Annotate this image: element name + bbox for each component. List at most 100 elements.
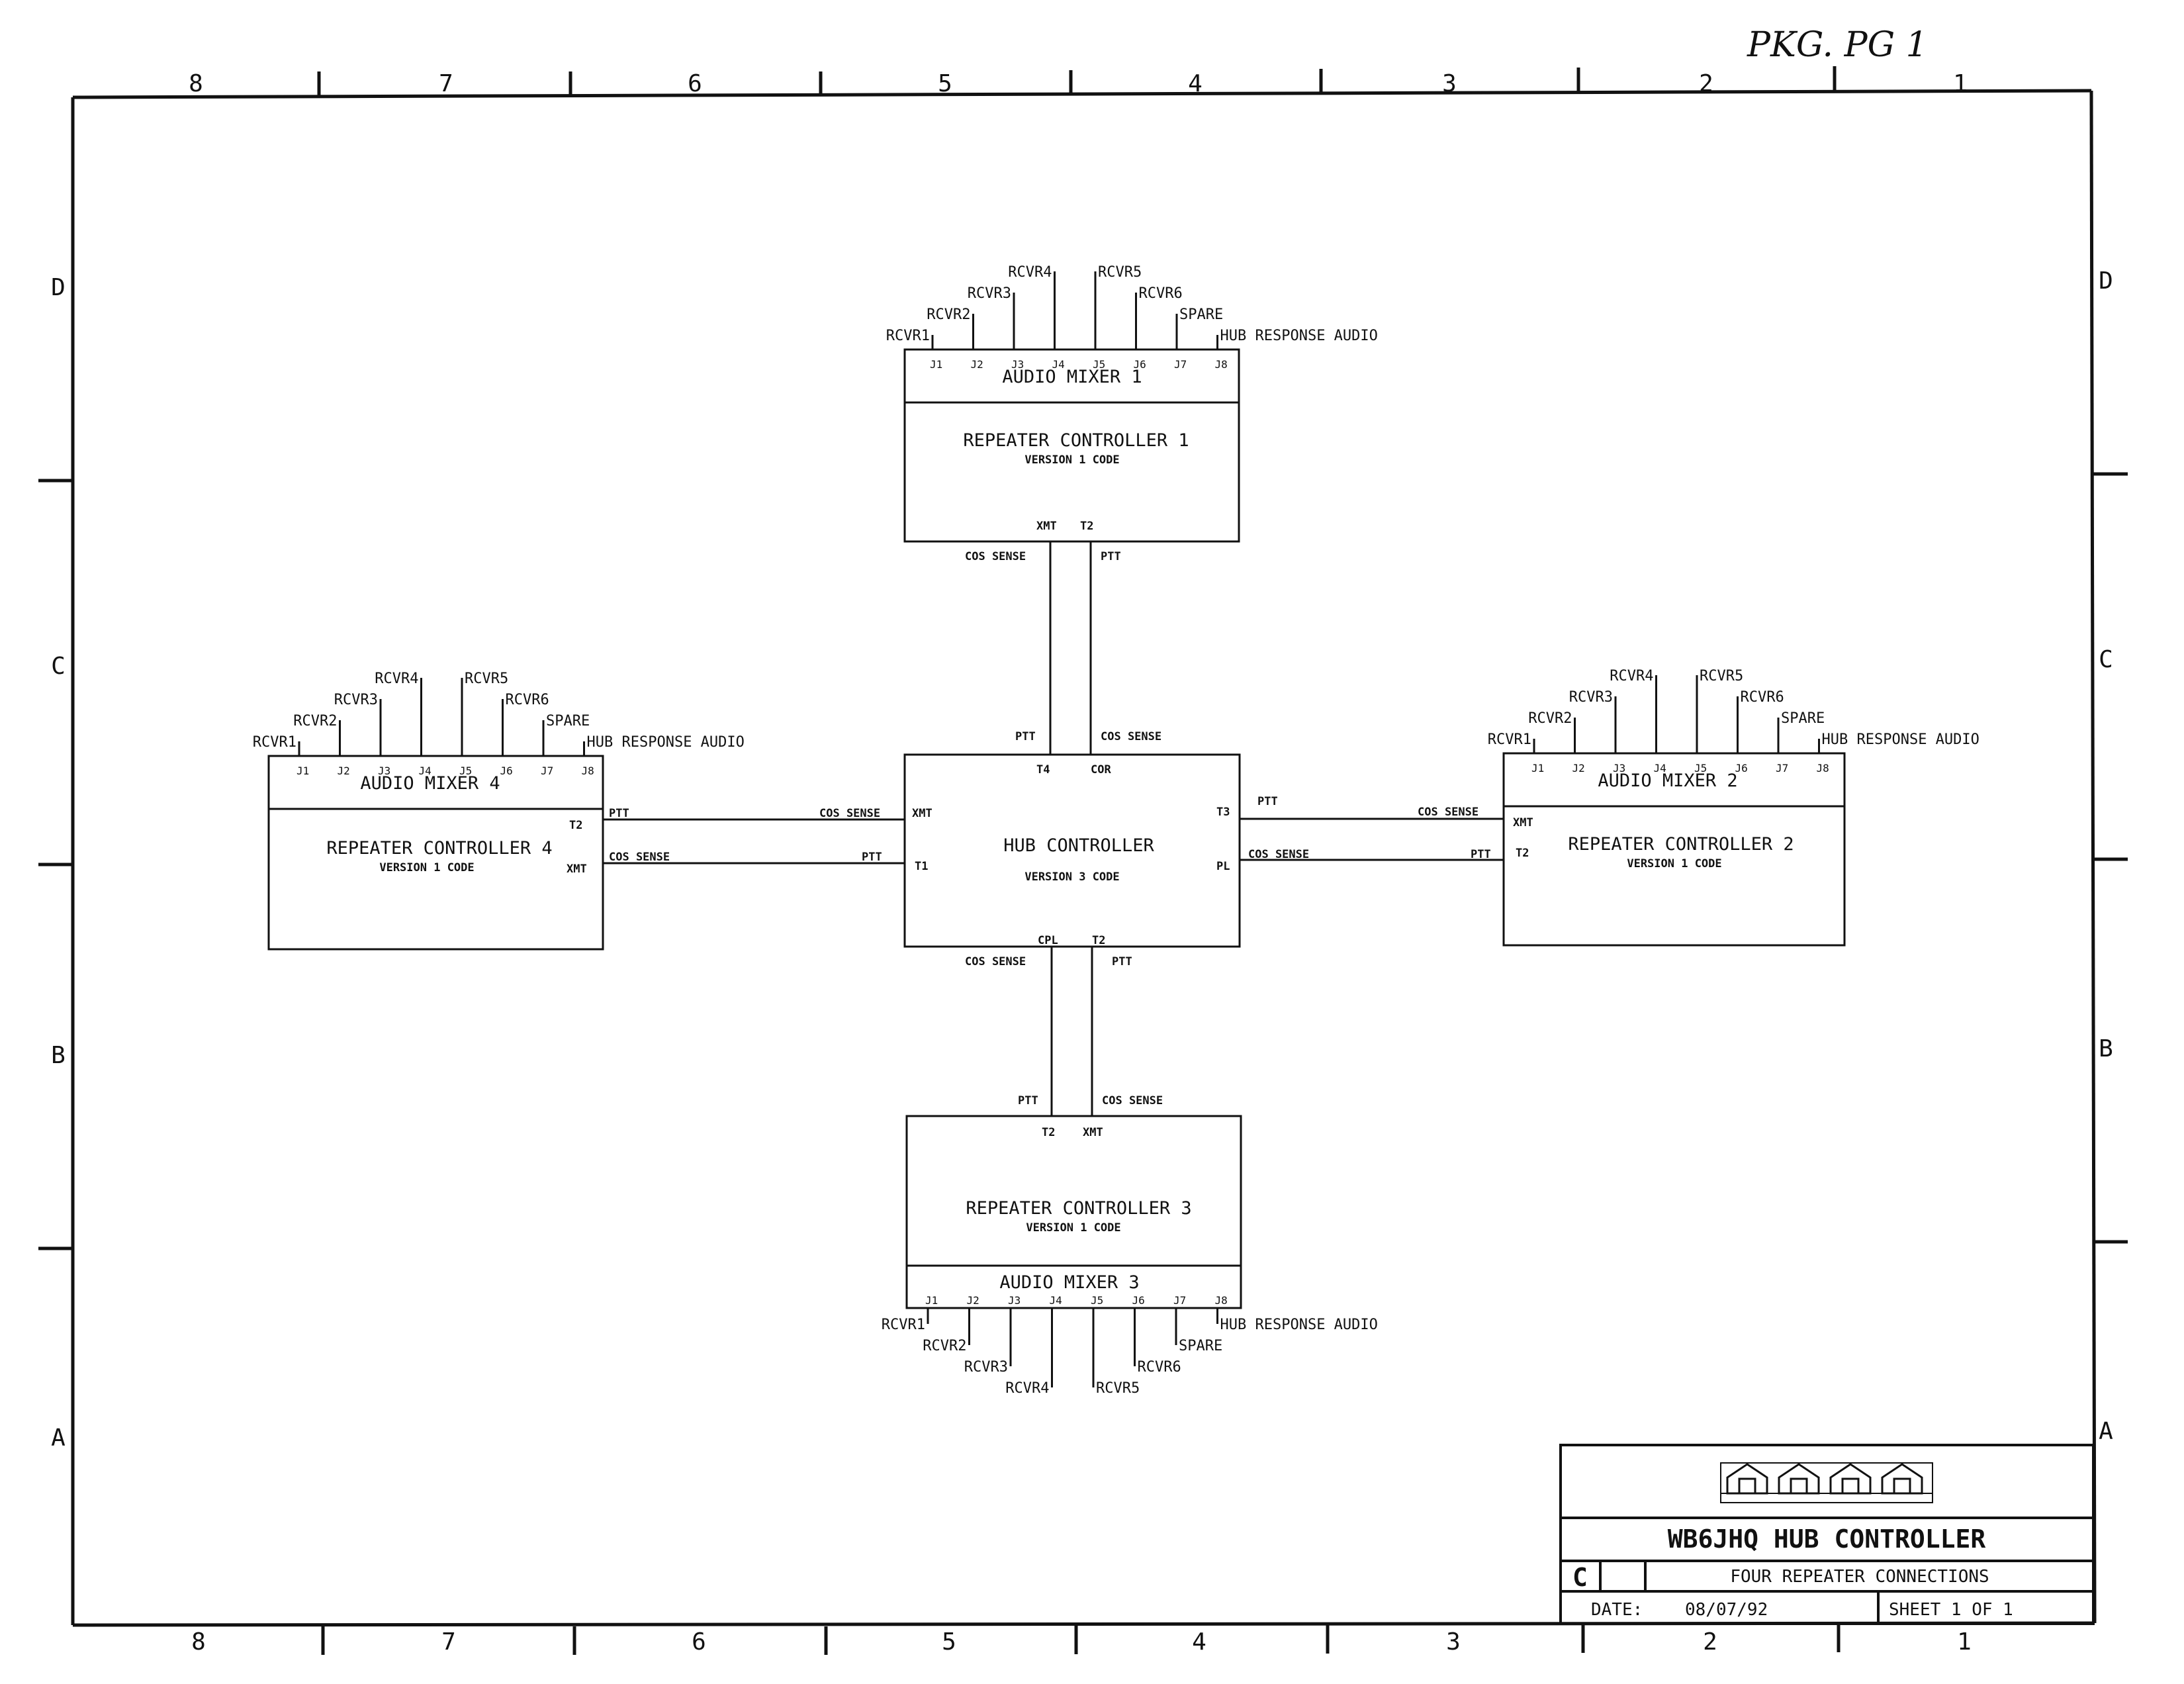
- jack-j4: J4: [1050, 1294, 1062, 1307]
- jack-j6: J6: [1134, 358, 1146, 371]
- rc4-version: VERSION 1 CODE: [379, 861, 474, 874]
- channel-label: RCVR6: [1741, 689, 1784, 706]
- rc4-jacks: J1RCVR1J2RCVR2J3RCVR3J4RCVR4J5RCVR5J6RCV…: [253, 671, 745, 777]
- repeater-controller-3: T2 XMT REPEATER CONTROLLER 3 VERSION 1 C…: [882, 1115, 1378, 1397]
- jack-j2: J2: [971, 358, 983, 371]
- jack-j7: J7: [541, 765, 553, 777]
- label-hub-bot-cos: COS SENSE: [965, 955, 1026, 968]
- label-hub-top-ptt: PTT: [1015, 730, 1036, 743]
- audio-mixer-3-label: AUDIO MIXER 3: [999, 1272, 1139, 1293]
- jack-j1: J1: [1531, 762, 1544, 774]
- rc4-port-t2: T2: [569, 819, 582, 832]
- ruler-col-bottom: 5: [942, 1628, 956, 1656]
- rc2-port-t2: T2: [1516, 847, 1529, 860]
- ruler-col-top: 4: [1188, 70, 1203, 97]
- channel-label: RCVR3: [964, 1359, 1008, 1376]
- channel-label: RCVR3: [968, 285, 1011, 302]
- channel-label: RCVR1: [1488, 731, 1531, 748]
- jack-j5: J5: [1093, 358, 1105, 371]
- rc2-version: VERSION 1 CODE: [1627, 857, 1721, 870]
- label-rc1-ptt: PTT: [1101, 550, 1121, 563]
- hub-port-cpl: CPL: [1038, 934, 1058, 947]
- handwritten-annotation: PKG. PG 1: [1747, 25, 1928, 65]
- channel-label: SPARE: [546, 713, 590, 729]
- wire-labels: COS SENSE PTT PTT COS SENSE PTT COS SENS…: [609, 550, 1491, 1107]
- channel-label: RCVR4: [1610, 668, 1653, 684]
- ruler-row-left: B: [51, 1042, 66, 1069]
- label-hub-left-cos: COS SENSE: [819, 807, 880, 820]
- label-hub-right-cos: COS SENSE: [1248, 848, 1309, 861]
- ruler-row-left: A: [51, 1425, 66, 1452]
- channel-label: RCVR5: [465, 671, 508, 687]
- title-block: WB6JHQ HUB CONTROLLER C FOUR REPEATER CO…: [1559, 1444, 2095, 1625]
- rc2-title: REPEATER CONTROLLER 2: [1568, 834, 1794, 855]
- drawing-date: 08/07/92: [1685, 1600, 1768, 1620]
- rc4-port-xmt: XMT: [567, 863, 587, 876]
- sheet-size: C: [1572, 1563, 1588, 1592]
- sheet-number: SHEET 1 OF 1: [1889, 1600, 2013, 1620]
- jack-j5: J5: [459, 765, 472, 777]
- label-rc3-ptt: PTT: [1018, 1094, 1038, 1107]
- jack-j2: J2: [1572, 762, 1585, 774]
- jack-j1: J1: [925, 1294, 938, 1307]
- jack-j2: J2: [967, 1294, 979, 1307]
- repeater-controller-1: AUDIO MIXER 1 REPEATER CONTROLLER 1 VERS…: [886, 264, 1378, 543]
- rc1-title: REPEATER CONTROLLER 1: [963, 430, 1189, 451]
- channel-label: RCVR4: [1005, 1380, 1049, 1397]
- channel-label: RCVR5: [1098, 264, 1142, 281]
- channel-label: HUB RESPONSE AUDIO: [1220, 328, 1378, 344]
- jack-j2: J2: [338, 765, 350, 777]
- hub-port-xmt: XMT: [912, 807, 933, 820]
- ruler-row-right: B: [2099, 1035, 2113, 1062]
- jack-j8: J8: [1817, 762, 1829, 774]
- hub-controller: HUB CONTROLLER VERSION 3 CODE T4 COR XMT…: [903, 753, 1241, 948]
- channel-label: RCVR6: [1139, 285, 1183, 302]
- jack-j4: J4: [1654, 762, 1666, 774]
- channel-label: RCVR2: [293, 713, 337, 729]
- label-hub-right-ptt: PTT: [1257, 795, 1278, 808]
- channel-label: RCVR5: [1700, 668, 1743, 684]
- channel-label: RCVR2: [923, 1338, 966, 1354]
- hub-port-cor: COR: [1091, 763, 1111, 776]
- channel-label: SPARE: [1179, 1338, 1222, 1354]
- channel-label: RCVR2: [927, 306, 970, 323]
- channel-label: RCVR6: [1138, 1359, 1181, 1376]
- rc2-port-xmt: XMT: [1513, 816, 1533, 829]
- label-hub-bot-ptt: PTT: [1112, 955, 1132, 968]
- audio-mixer-1-label: AUDIO MIXER 1: [1002, 367, 1142, 387]
- hub-port-pl: PL: [1216, 860, 1230, 873]
- jack-j7: J7: [1776, 762, 1788, 774]
- label-rc4-ptt: PTT: [609, 807, 629, 820]
- rc2-jacks: J1RCVR1J2RCVR2J3RCVR3J4RCVR4J5RCVR5J6RCV…: [1488, 668, 1979, 774]
- jack-j8: J8: [1215, 358, 1228, 371]
- hub-port-t2: T2: [1092, 934, 1105, 947]
- hub-version: VERSION 3 CODE: [1024, 870, 1119, 884]
- label-rc1-cos: COS SENSE: [965, 550, 1026, 563]
- logo-door: [1893, 1477, 1911, 1495]
- label-rc4-cos: COS SENSE: [609, 851, 670, 864]
- channel-label: RCVR1: [253, 734, 296, 751]
- label-rc2-cos: COS SENSE: [1418, 806, 1479, 819]
- channel-label: RCVR3: [1569, 689, 1613, 706]
- channel-label: RCVR1: [882, 1317, 925, 1333]
- rc1-port-xmt: XMT: [1036, 520, 1057, 533]
- ruler-col-top: 5: [938, 70, 952, 97]
- rc3-jacks: J1RCVR1J2RCVR2J3RCVR3J4RCVR4J5RCVR5J6RCV…: [882, 1294, 1378, 1397]
- channel-label: SPARE: [1179, 306, 1223, 323]
- company-logo: [1720, 1462, 1933, 1503]
- ruler-col-top: 3: [1442, 70, 1457, 97]
- channel-label: RCVR6: [506, 692, 549, 708]
- channel-label: RCVR4: [1008, 264, 1052, 281]
- jack-j3: J3: [378, 765, 390, 777]
- date-label: DATE:: [1591, 1600, 1643, 1620]
- jack-j5: J5: [1694, 762, 1707, 774]
- hub-port-t3: T3: [1216, 806, 1230, 819]
- rc1-version: VERSION 1 CODE: [1024, 453, 1119, 467]
- jack-j6: J6: [1132, 1294, 1145, 1307]
- channel-label: HUB RESPONSE AUDIO: [1822, 731, 1979, 748]
- label-rc3-cos: COS SENSE: [1102, 1094, 1163, 1107]
- jack-j6: J6: [500, 765, 513, 777]
- jack-j6: J6: [1735, 762, 1748, 774]
- drawing-subtitle: FOUR REPEATER CONNECTIONS: [1730, 1567, 1989, 1587]
